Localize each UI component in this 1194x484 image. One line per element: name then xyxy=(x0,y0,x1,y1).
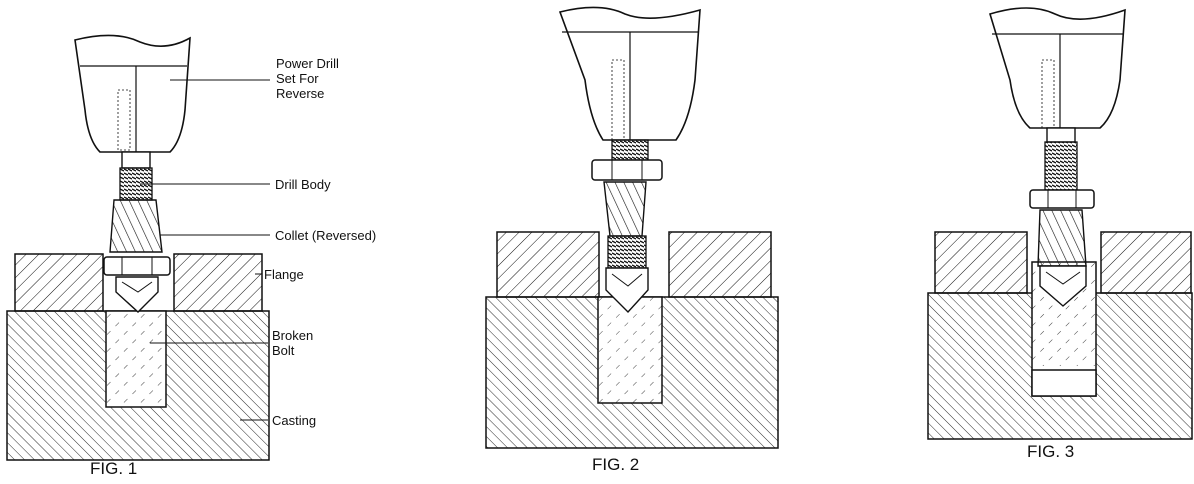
label-collet: Collet (Reversed) xyxy=(275,228,377,243)
caption-fig3: FIG. 3 xyxy=(1027,442,1075,461)
fig3-flange-right xyxy=(1100,231,1192,294)
fig1-power-drill xyxy=(74,34,191,153)
caption-fig2: FIG. 2 xyxy=(592,455,640,474)
fig2-flange-right xyxy=(668,231,772,298)
fig1-collet xyxy=(109,199,163,253)
fig2-collet xyxy=(603,181,647,237)
fig3-power-drill xyxy=(989,7,1126,129)
fig3-collet xyxy=(1037,209,1087,267)
fig3 xyxy=(927,7,1193,440)
label-power-drill: Power Drill Set For Reverse xyxy=(276,56,339,101)
label-casting: Casting xyxy=(272,413,317,428)
fig3-drill-body xyxy=(1044,141,1078,191)
fig1 xyxy=(6,34,270,461)
label-broken-bolt: Broken Bolt xyxy=(272,328,314,358)
label-drill-body: Drill Body xyxy=(275,177,331,192)
fig2 xyxy=(485,6,779,449)
fig1-flange-right xyxy=(173,253,263,312)
label-flange: Flange xyxy=(264,267,304,282)
fig1-flange-left xyxy=(14,253,104,312)
fig2-flange-left xyxy=(496,231,600,298)
caption-fig1: FIG. 1 xyxy=(90,459,138,478)
fig3-flange-left xyxy=(934,231,1028,294)
